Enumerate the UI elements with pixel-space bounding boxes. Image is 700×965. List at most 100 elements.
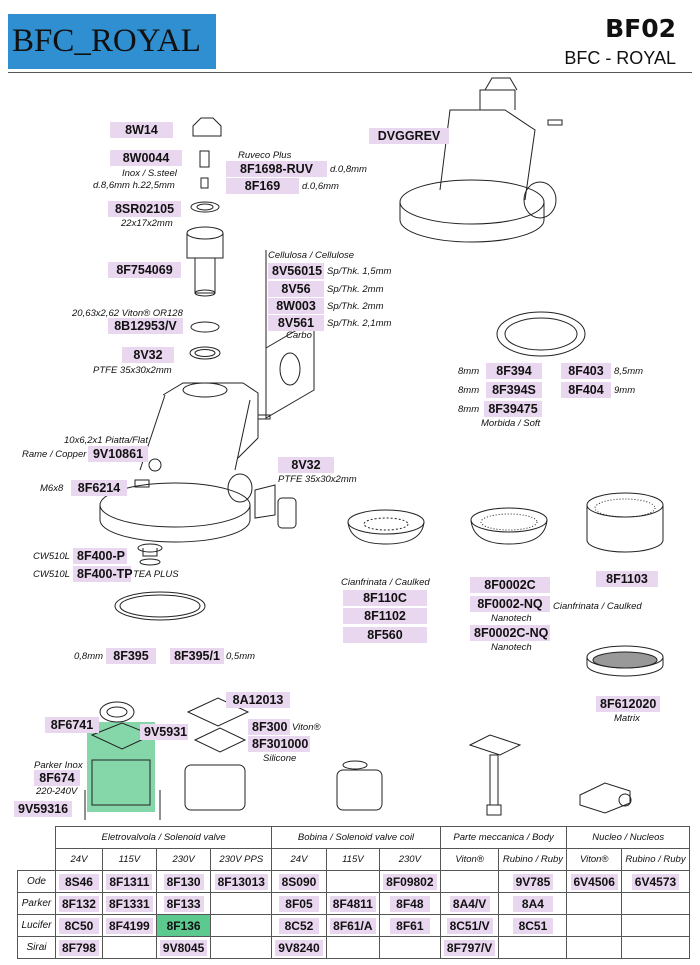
part-8F39475[interactable]: 8F39475: [484, 401, 542, 417]
part-8V561[interactable]: 8V561: [268, 315, 324, 331]
table-cell[interactable]: 8S090: [278, 873, 320, 890]
row-label: Sirai: [17, 936, 56, 959]
table-cell[interactable]: 8F1311: [106, 873, 153, 890]
table-cell[interactable]: 8F133: [163, 895, 204, 912]
part-8F400-P[interactable]: 8F400-P: [73, 548, 127, 564]
table-cell[interactable]: 8F798: [58, 939, 99, 956]
part-8F6214[interactable]: 8F6214: [71, 480, 127, 496]
solenoid-gasket-drawing: [99, 701, 135, 723]
valve-body-drawing: [186, 226, 224, 297]
note-05mm: 0,5mm: [226, 651, 256, 662]
table-cell[interactable]: 8F61/A: [330, 917, 376, 934]
part-8B12953-V[interactable]: 8B12953/V: [108, 318, 183, 334]
part-8V32-upper[interactable]: 8V32: [122, 347, 174, 363]
part-8F404[interactable]: 8F404: [561, 382, 611, 398]
mechanical-body-drawing: [468, 734, 522, 816]
table-cell[interactable]: 8F1331: [106, 895, 153, 912]
part-8F1103[interactable]: 8F1103: [596, 571, 658, 587]
part-8F560[interactable]: 8F560: [343, 627, 427, 643]
note-cw510l-a: CW510L: [33, 551, 70, 562]
table-cell[interactable]: 9V8045: [159, 939, 208, 956]
note-inox: Inox / S.steel: [122, 168, 177, 179]
part-8A12013[interactable]: 8A12013: [226, 692, 290, 708]
note-rame2: Rame / Copper: [22, 449, 87, 460]
table-cell[interactable]: 8A4/V: [449, 895, 490, 912]
table-row: Parker 8F132 8F1331 8F133 8F05 8F4811 8F…: [17, 892, 691, 915]
col-header: Viton®: [439, 848, 500, 871]
col-header: 230V: [155, 848, 212, 871]
table-cell[interactable]: 8C51/V: [446, 917, 493, 934]
table-cell[interactable]: 9V785: [512, 873, 554, 890]
note-caulked-1: Cianfrinata / Caulked: [341, 577, 430, 588]
part-8F403[interactable]: 8F403: [561, 363, 611, 379]
screw-drawing: [134, 479, 150, 488]
part-8F674[interactable]: 8F674: [34, 770, 80, 786]
note-m6x8: M6x8: [40, 483, 64, 494]
part-9V59316[interactable]: 9V59316: [14, 801, 72, 817]
part-8V32-side[interactable]: 8V32: [278, 457, 334, 473]
table-cell[interactable]: 8F132: [58, 895, 99, 912]
table-cell[interactable]: 8F4199: [106, 917, 153, 934]
note-cw510l-b: CW510L: [33, 569, 70, 580]
part-8F400-TP[interactable]: 8F400-TP: [73, 566, 133, 582]
table-cell-highlighted[interactable]: 8F136: [166, 918, 201, 933]
part-8F754069[interactable]: 8F754069: [108, 262, 181, 278]
note-ruveco: Ruveco Plus: [238, 150, 292, 161]
table-cell[interactable]: 8F48: [389, 895, 430, 912]
part-8F0002C[interactable]: 8F0002C: [470, 577, 550, 593]
part-8W0044[interactable]: 8W0044: [110, 150, 182, 166]
part-8F1698-RUV[interactable]: 8F1698-RUV: [226, 161, 327, 177]
part-8W003[interactable]: 8W003: [268, 298, 324, 314]
table-row: Sirai 8F798 9V8045 9V8240 8F797/V: [17, 936, 691, 959]
part-DVGGREV[interactable]: DVGGREV: [369, 128, 449, 144]
table-cell[interactable]: 8F61: [389, 917, 430, 934]
note-teaplus: TEA PLUS: [133, 569, 179, 580]
part-8V56[interactable]: 8V56: [268, 281, 324, 297]
col-header: Viton®: [566, 848, 622, 871]
col-header: 230V: [378, 848, 441, 871]
table-cell[interactable]: 8C50: [58, 917, 99, 934]
table-cell[interactable]: 9V8240: [275, 939, 323, 956]
col-header: Rubino / Ruby: [498, 848, 568, 871]
table-cell[interactable]: 6V4573: [631, 873, 680, 890]
part-8F6741[interactable]: 8F6741: [45, 717, 99, 733]
table-cell[interactable]: 8F09802: [383, 873, 437, 890]
oring-drawing: [190, 321, 220, 333]
table-cell[interactable]: 8F797/V: [443, 939, 496, 956]
table-cell[interactable]: 8F05: [278, 895, 319, 912]
note-silicone: Silicone: [263, 753, 297, 764]
part-8F395-1[interactable]: 8F395/1: [170, 648, 224, 664]
part-8W14[interactable]: 8W14: [110, 122, 173, 138]
note-ptfe1: PTFE 35x30x2mm: [93, 365, 172, 376]
table-cell[interactable]: 8F13013: [214, 873, 268, 890]
part-8F0002C-NQ[interactable]: 8F0002C-NQ: [470, 625, 550, 641]
row-label: Parker: [17, 892, 56, 915]
table-cell[interactable]: 8A4: [512, 895, 553, 912]
table-cell[interactable]: 8C52: [278, 917, 319, 934]
part-8F300[interactable]: 8F300: [248, 719, 290, 735]
part-8SR02105[interactable]: 8SR02105: [108, 201, 181, 217]
part-8F110C[interactable]: 8F110C: [343, 590, 427, 606]
part-9V10861[interactable]: 9V10861: [88, 446, 148, 462]
part-8F1102[interactable]: 8F1102: [343, 608, 427, 624]
part-8F301000[interactable]: 8F301000: [248, 736, 310, 752]
part-8F0002-NQ[interactable]: 8F0002-NQ: [470, 596, 550, 612]
part-8V56015[interactable]: 8V56015: [268, 263, 324, 279]
part-8F395[interactable]: 8F395: [106, 648, 156, 664]
part-9V5931[interactable]: 9V5931: [140, 724, 188, 740]
row-label: Lucifer: [17, 914, 56, 937]
note-viton: Viton®: [292, 722, 321, 733]
table-cell[interactable]: 8S46: [58, 873, 99, 890]
note-carbo: Carbo: [286, 330, 312, 341]
col-header: 24V: [55, 848, 103, 871]
table-cell[interactable]: 8F130: [163, 873, 204, 890]
part-8F394[interactable]: 8F394: [486, 363, 542, 379]
note-d06: d.0,6mm: [302, 181, 339, 192]
part-8F169[interactable]: 8F169: [226, 178, 299, 194]
part-8F394S[interactable]: 8F394S: [486, 382, 542, 398]
table-cell[interactable]: 8C51: [512, 917, 553, 934]
part-8F612020[interactable]: 8F612020: [596, 696, 660, 712]
table-cell[interactable]: 6V4506: [570, 873, 618, 890]
table-cell[interactable]: 8F4811: [329, 895, 376, 912]
